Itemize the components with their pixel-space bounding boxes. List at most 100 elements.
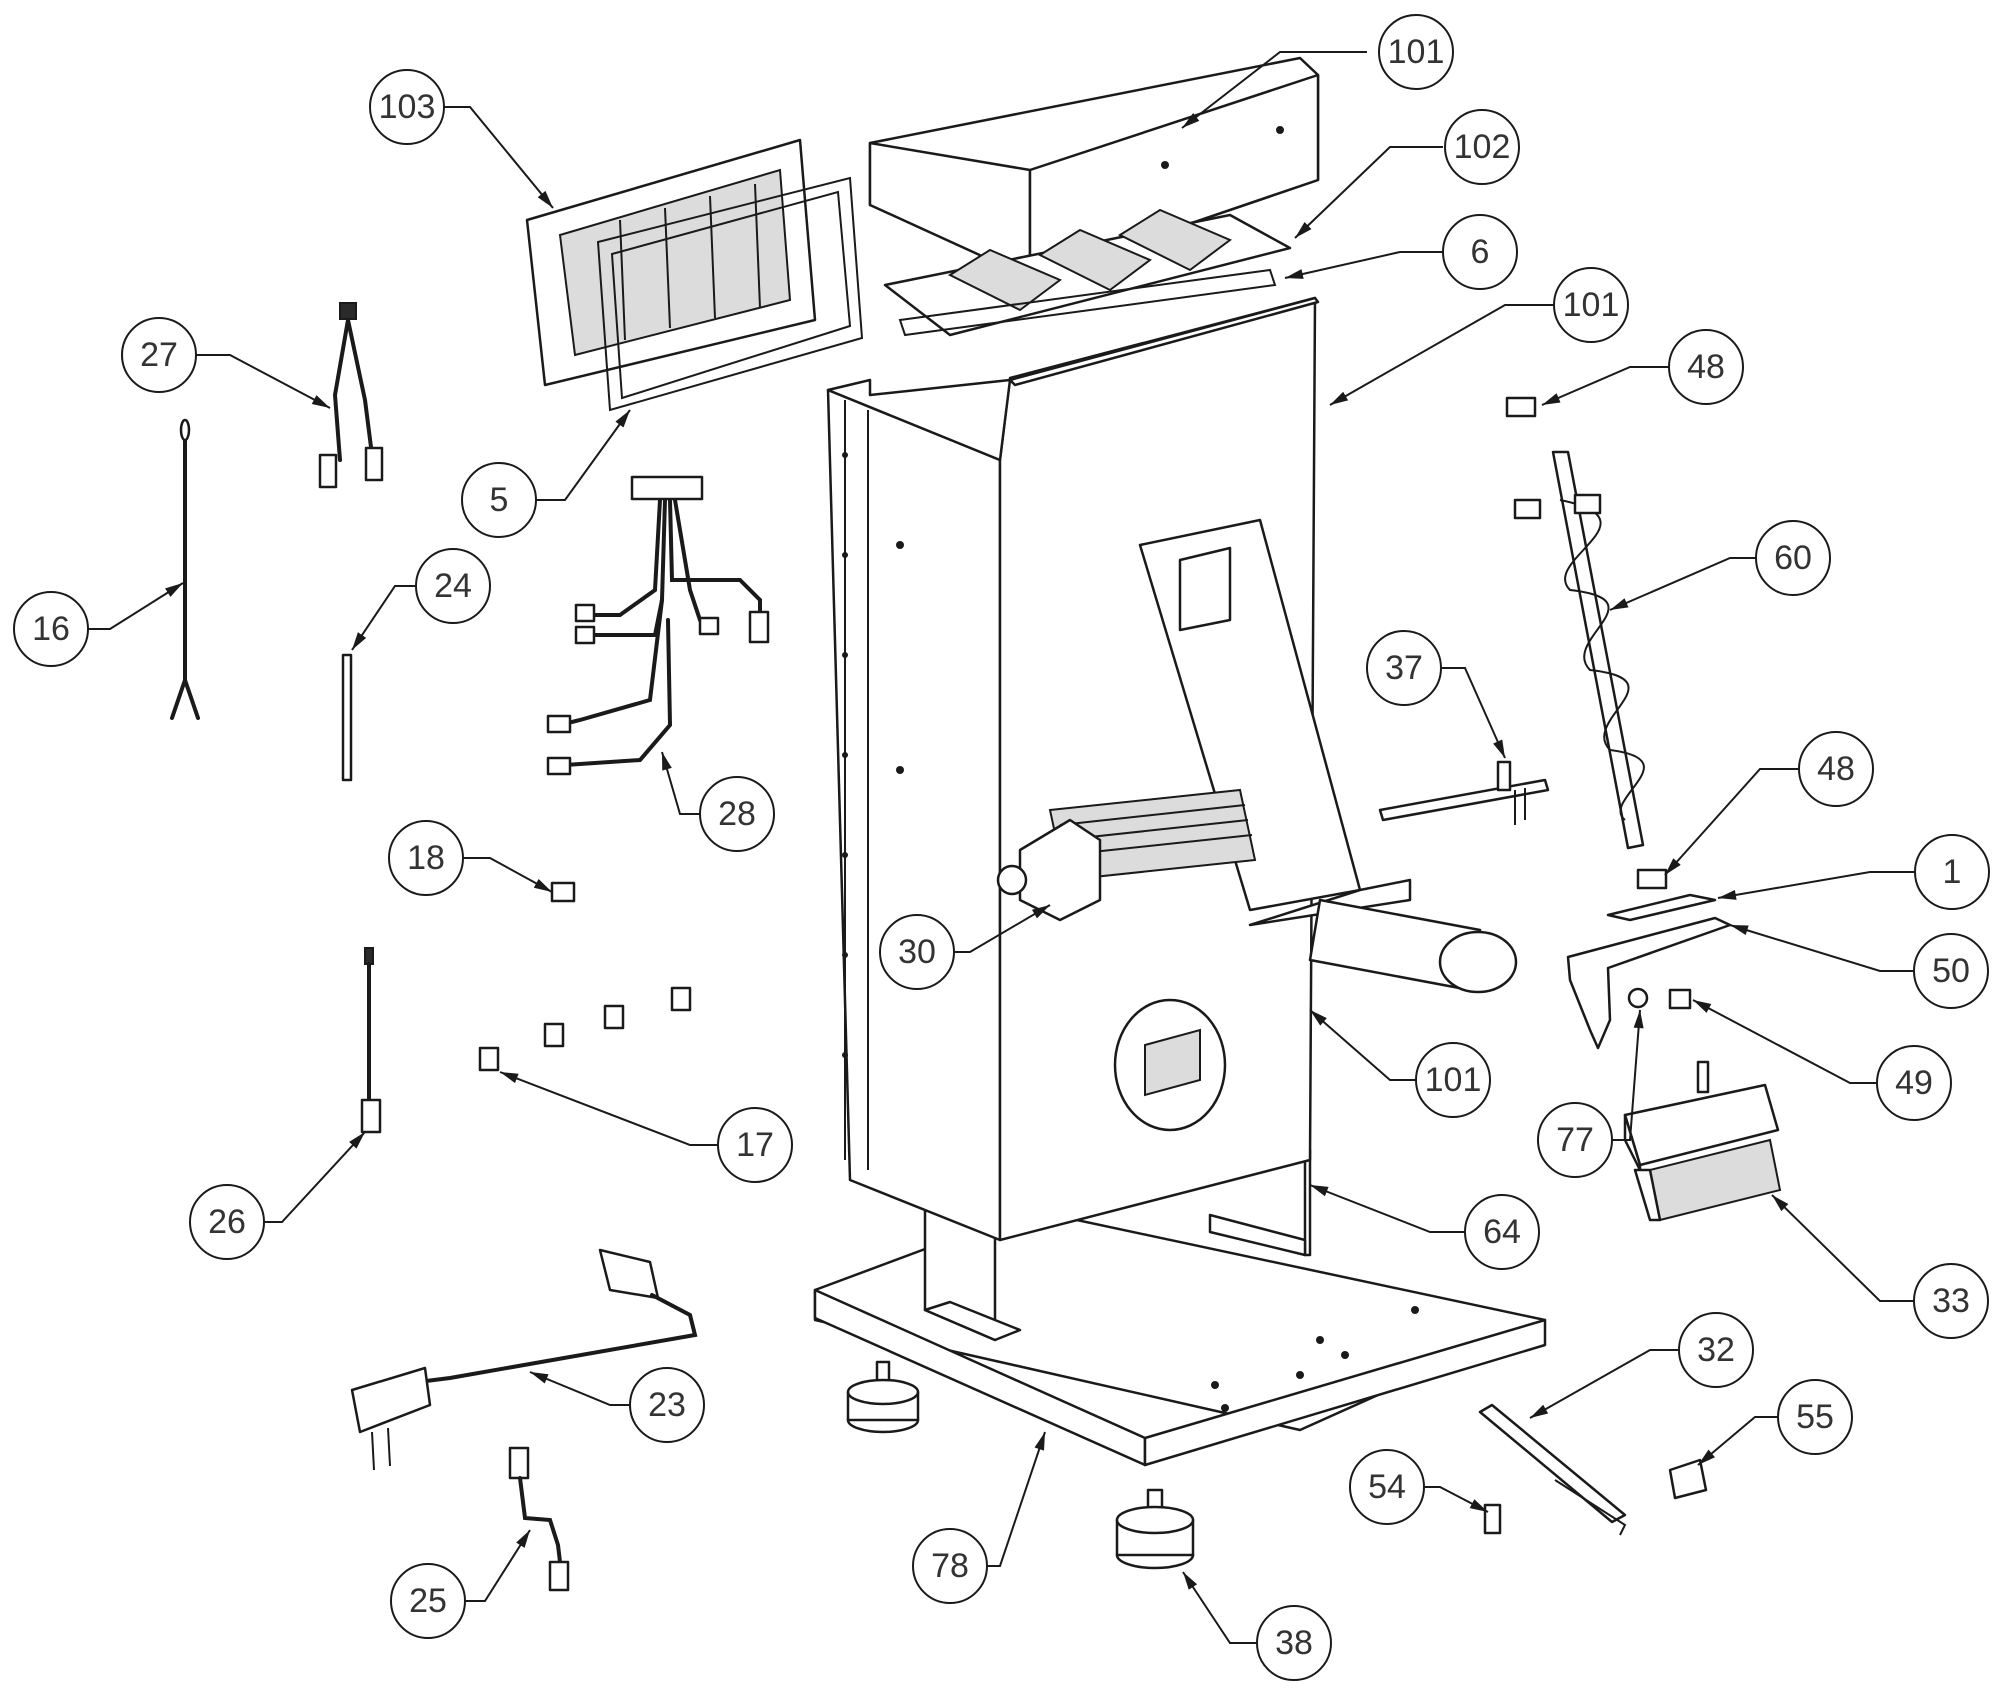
callout-17: 17 xyxy=(499,1071,793,1183)
leader-line xyxy=(1424,1486,1489,1513)
leader-arrowhead xyxy=(311,395,330,408)
ground-cable xyxy=(508,1446,570,1592)
callout-circle xyxy=(189,1184,265,1260)
callout-5: 5 xyxy=(461,409,631,538)
cleaning-rod xyxy=(1478,1403,1627,1536)
callout-circle xyxy=(1668,329,1744,405)
callout-circle xyxy=(1755,520,1831,596)
clip-48-bottom xyxy=(1636,868,1668,890)
callout-64: 64 xyxy=(1309,1184,1540,1270)
leader-arrowhead xyxy=(1493,739,1505,758)
callout-label: 48 xyxy=(1817,750,1855,788)
callout-label: 101 xyxy=(1388,33,1445,71)
callout-circle xyxy=(1464,1194,1540,1270)
leader-arrowhead xyxy=(1698,1449,1715,1465)
top-cover xyxy=(868,56,1320,280)
callout-60: 60 xyxy=(1609,520,1831,611)
leader-arrowhead xyxy=(1469,1499,1488,1512)
leader-arrowhead xyxy=(1183,1572,1198,1590)
callout-101: 101 xyxy=(1309,1009,1491,1118)
callout-16: 16 xyxy=(13,582,184,667)
callout-circle xyxy=(912,1528,988,1604)
leveling-foot-2 xyxy=(1115,1488,1195,1570)
leader-line xyxy=(1664,768,1799,876)
leader-arrowhead xyxy=(662,752,672,771)
mounting-plate xyxy=(1566,916,1732,1050)
callout-55: 55 xyxy=(1697,1379,1853,1466)
callout-38: 38 xyxy=(1182,1571,1332,1681)
callout-102: 102 xyxy=(1294,109,1520,239)
power-cord xyxy=(350,1248,698,1471)
callout-circle xyxy=(461,462,537,538)
leader-line xyxy=(1441,667,1506,759)
leader-arrowhead xyxy=(1718,890,1737,900)
leader-arrowhead xyxy=(1310,1010,1327,1026)
callout-18: 18 xyxy=(388,820,553,896)
leader-line xyxy=(1692,999,1877,1084)
callout-circle xyxy=(369,69,445,145)
leader-line xyxy=(444,106,554,209)
callout-label: 28 xyxy=(718,795,756,833)
leader-arrowhead xyxy=(516,1530,530,1548)
callout-label: 38 xyxy=(1275,1624,1313,1662)
leader-line xyxy=(661,751,700,815)
leader-line xyxy=(499,1071,718,1146)
callout-label: 30 xyxy=(898,933,936,971)
callout-circle xyxy=(1378,14,1454,90)
leader-line xyxy=(1717,871,1915,899)
callout-circle xyxy=(699,776,775,852)
callout-101: 101 xyxy=(1181,14,1454,129)
terminal-clip xyxy=(478,986,692,1072)
callout-label: 18 xyxy=(407,839,445,877)
callout-circle xyxy=(1553,267,1629,343)
leader-line xyxy=(196,354,331,409)
callout-label: 49 xyxy=(1895,1064,1933,1102)
leader-arrowhead xyxy=(1310,1185,1329,1197)
leader-line xyxy=(463,857,553,893)
callout-49: 49 xyxy=(1692,999,1952,1121)
leader-arrowhead xyxy=(1295,221,1312,238)
callout-label: 101 xyxy=(1425,1061,1482,1099)
leader-arrowhead xyxy=(537,190,553,208)
leader-line xyxy=(1329,304,1554,406)
leader-arrowhead xyxy=(349,1132,365,1149)
callout-circle xyxy=(1442,214,1518,290)
callout-30: 30 xyxy=(879,904,1051,990)
callout-circle xyxy=(13,591,89,667)
callout-circle xyxy=(1914,834,1990,910)
callout-circle xyxy=(1876,1045,1952,1121)
callout-label: 24 xyxy=(434,567,472,605)
leader-arrowhead xyxy=(1034,1432,1045,1451)
callout-label: 32 xyxy=(1697,1331,1735,1369)
clip-48-top xyxy=(1505,396,1537,418)
leader-line xyxy=(465,1529,531,1602)
leader-arrowhead xyxy=(1730,925,1749,936)
callout-label: 50 xyxy=(1932,952,1970,990)
leader-arrowhead xyxy=(1633,1010,1644,1029)
callout-circle xyxy=(1777,1379,1853,1455)
callout-25: 25 xyxy=(390,1529,531,1639)
leader-line xyxy=(88,582,184,630)
callout-50: 50 xyxy=(1729,924,1989,1009)
callout-circle xyxy=(1678,1312,1754,1388)
leader-line xyxy=(1284,251,1443,279)
callout-33: 33 xyxy=(1771,1194,1989,1339)
sensor-rod xyxy=(341,653,353,782)
leader-arrowhead xyxy=(1330,391,1349,405)
callout-circle xyxy=(629,1367,705,1443)
callout-78: 78 xyxy=(912,1431,1046,1604)
callout-circle xyxy=(1349,1449,1425,1525)
callout-6: 6 xyxy=(1284,214,1518,290)
callout-label: 48 xyxy=(1687,348,1725,386)
callout-label: 26 xyxy=(208,1203,246,1241)
leader-line xyxy=(1697,1416,1778,1466)
callout-circle xyxy=(1913,933,1989,1009)
callout-label: 60 xyxy=(1774,539,1812,577)
callout-circle xyxy=(1913,1263,1989,1339)
callout-48: 48 xyxy=(1541,329,1744,406)
spacer xyxy=(1668,988,1692,1010)
gasket xyxy=(898,268,1277,337)
callout-label: 16 xyxy=(32,610,70,648)
leader-line xyxy=(529,1371,630,1406)
